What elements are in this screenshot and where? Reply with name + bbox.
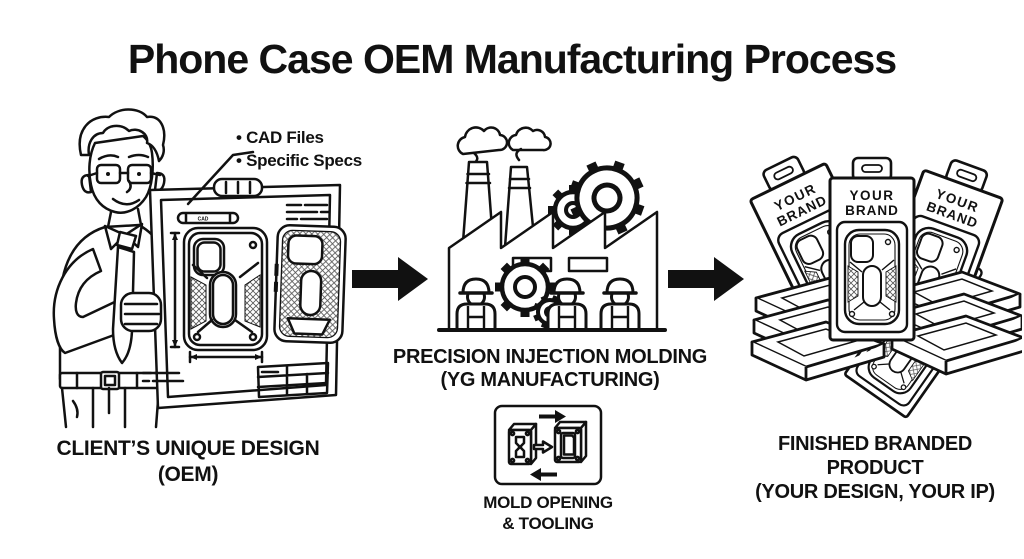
mold-caption-line2: & TOOLING <box>502 514 594 533</box>
mold-caption: MOLD OPENING & TOOLING <box>448 492 648 534</box>
package: YOUR BRAND <box>742 148 899 348</box>
phone-case-drawing-left <box>182 226 269 352</box>
brand-label: BRAND <box>845 203 899 218</box>
mold-half-left <box>507 422 538 466</box>
arrow-left-icon <box>530 468 557 481</box>
hand-grip-top <box>212 177 264 198</box>
dimension-lines <box>169 231 264 364</box>
molding-caption: PRECISION INJECTION MOLDING (YG MANUFACT… <box>390 346 710 392</box>
molding-caption-line1: PRECISION INJECTION MOLDING <box>392 346 708 368</box>
ear-left <box>80 173 93 194</box>
client-design-illustration: CAD <box>52 108 347 429</box>
product-caption-line1: FINISHED BRANDED <box>777 433 973 455</box>
callout-leader-line <box>186 150 255 206</box>
package: YOUR BRAND <box>828 156 916 342</box>
mold-caption-line1: MOLD OPENING <box>483 493 613 512</box>
cad-pill: CAD <box>176 211 240 225</box>
finished-products-illustration: YOUR BRAND YOUR BRAND YOUR BRAND YOUR BR… <box>742 148 1022 420</box>
factory-illustration <box>437 126 667 332</box>
worker-icon <box>546 277 588 332</box>
callout-specific-specs: • Specific Specs <box>236 151 362 170</box>
arrow-right-icon <box>539 410 566 423</box>
smoke-icon <box>456 126 552 166</box>
client-caption-line2: (OEM) <box>157 463 219 486</box>
mold-opening-illustration <box>493 404 603 486</box>
eyebrows <box>97 153 150 161</box>
flow-arrow-2-icon <box>668 257 744 301</box>
title-block <box>256 361 330 399</box>
client-caption-line1: CLIENT’S UNIQUE DESIGN <box>56 437 320 460</box>
worker-icon <box>599 277 641 332</box>
mold-half-right <box>553 420 588 464</box>
client-person <box>52 108 166 429</box>
factory-building <box>447 210 659 332</box>
page-title: Phone Case OEM Manufacturing Process <box>127 36 897 82</box>
design-callout: • CAD Files • Specific Specs <box>236 126 362 172</box>
brand-label: YOUR <box>849 188 894 203</box>
hand-grip-side <box>119 291 163 333</box>
nose <box>125 179 132 194</box>
gear-icon <box>495 257 555 317</box>
client-head <box>78 108 166 214</box>
blueprint: CAD <box>141 183 347 410</box>
product-caption: FINISHED BRANDED PRODUCT (YOUR DESIGN, Y… <box>725 432 1024 504</box>
phone-case-drawing-right <box>273 224 347 344</box>
molding-caption-line2: (YG MANUFACTURING) <box>440 369 660 391</box>
hair <box>78 108 166 163</box>
eye-right <box>137 172 141 176</box>
smile <box>111 197 141 206</box>
callout-cad-files: • CAD Files <box>236 128 324 147</box>
client-caption: CLIENT’S UNIQUE DESIGN (OEM) <box>28 436 348 488</box>
factory-window <box>567 256 609 273</box>
open-arrow-icon <box>532 440 554 454</box>
product-caption-line3: (YOUR DESIGN, YOUR IP) <box>755 481 995 503</box>
eye-left <box>106 172 110 176</box>
worker-icon <box>455 277 497 332</box>
flow-arrow-1-icon <box>352 257 428 301</box>
cad-pill-label: CAD <box>198 217 209 223</box>
spec-notes-top <box>285 203 331 221</box>
package: YOUR BRAND <box>867 149 1012 353</box>
spec-notes-bottom <box>141 371 185 383</box>
product-caption-line2: PRODUCT <box>826 457 924 479</box>
